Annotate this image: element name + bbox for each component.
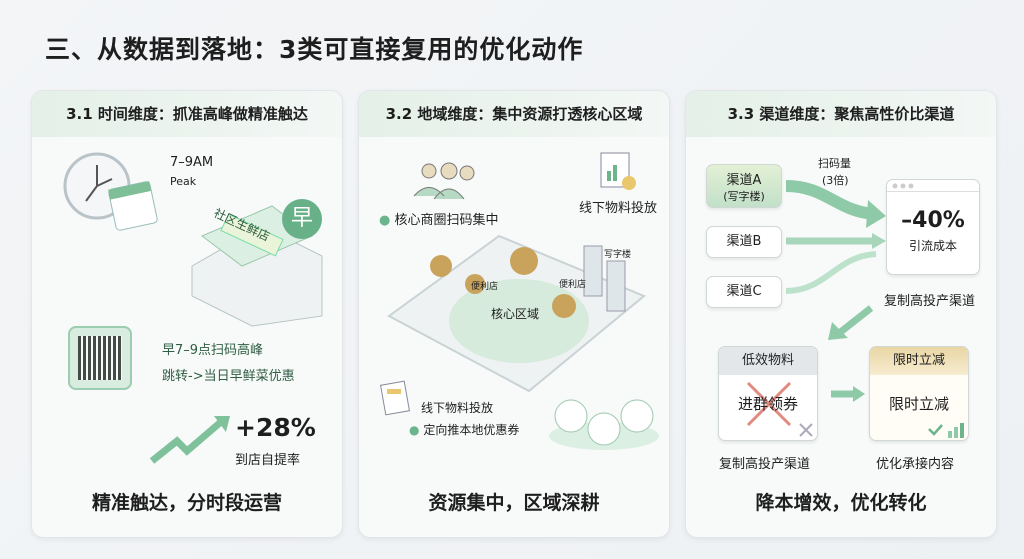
peak-time: 7–9AM xyxy=(170,155,214,170)
channel-sub: (写字楼) xyxy=(723,190,765,203)
scan-multiplier: (3倍) xyxy=(822,174,849,187)
office-label: 写字楼 xyxy=(604,250,632,260)
card-heading: 限时立减 xyxy=(870,347,968,375)
replicate-label: 复制高投产渠道 xyxy=(884,294,976,309)
metric-label: 引流成本 xyxy=(908,239,957,253)
card-caption: 优化承接内容 xyxy=(876,457,955,472)
peak-label: Peak xyxy=(170,175,197,188)
panel-footer: 降本增效，优化转化 xyxy=(755,492,927,514)
customers-icon xyxy=(549,399,659,450)
card-body: 进群领券 xyxy=(737,395,798,413)
right-arrow-icon xyxy=(831,386,865,402)
check-chart-icon xyxy=(928,423,964,438)
channel-b: 渠道B xyxy=(706,226,782,258)
material-label: 线下物料投放 xyxy=(421,401,494,415)
flow-arrows xyxy=(785,180,886,294)
panel-channel: 3.3 渠道维度：聚焦高性价比渠道 渠道A (写字楼) 渠道B 渠道C 扫码量 (… xyxy=(685,90,997,538)
panel-time: 3.1 时间维度：抓准高峰做精准触达 7–9AM Peak 社区生鲜店 早 早7… xyxy=(31,90,343,538)
bullet-text: 定向推本地优惠券 xyxy=(423,423,520,437)
channel-name: 渠道A xyxy=(726,173,762,188)
material-label: 线下物料投放 xyxy=(579,201,658,216)
card-body: 限时立减 xyxy=(888,395,949,413)
bullet: 早7–9点扫码高峰 xyxy=(162,343,264,358)
panel-heading: 3.2 地域维度：集中资源打透核心区域 xyxy=(359,91,669,137)
low-efficiency-card: 低效物料 进群领券 xyxy=(718,346,818,441)
store-label: 便利店 xyxy=(559,280,587,290)
metric-value: +28% xyxy=(235,413,316,442)
metric-value: –40% xyxy=(901,208,965,233)
core-area-label: 核心区域 xyxy=(491,307,540,321)
map-illustration xyxy=(387,234,646,393)
flyer-icon xyxy=(379,380,411,416)
card-caption: 复制高投产渠道 xyxy=(719,457,811,472)
calendar-icon xyxy=(108,181,158,231)
panel-footer: 资源集中，区域深耕 xyxy=(428,492,600,514)
panel-heading: 3.3 渠道维度：聚焦高性价比渠道 xyxy=(686,91,996,137)
bullet-coupon: ● 定向推本地优惠券 xyxy=(409,423,520,437)
store-badge: 早 xyxy=(282,199,322,239)
panel-region: 3.2 地域维度：集中资源打透核心区域 ● 核心商圈扫码集中 线下物料投放 写字… xyxy=(358,90,670,538)
scan-label: 扫码量 xyxy=(818,157,851,170)
card-heading: 低效物料 xyxy=(719,347,817,375)
panel-heading: 3.1 时间维度：抓准高峰做精准触达 xyxy=(32,91,342,137)
channel-c: 渠道C xyxy=(706,276,782,308)
bullet-core-area: ● 核心商圈扫码集中 xyxy=(379,213,499,228)
browser-window: –40% 引流成本 xyxy=(886,179,980,275)
window-dots-icon xyxy=(887,180,979,192)
report-icon xyxy=(600,152,636,190)
panel-footer: 精准触达，分时段运营 xyxy=(91,492,282,514)
optimized-card: 限时立减 限时立减 xyxy=(869,346,969,441)
bullet-text: 核心商圈扫码集中 xyxy=(394,213,499,228)
metric-label: 到店自提率 xyxy=(235,453,301,468)
people-group-icon xyxy=(413,162,475,200)
bullet: 跳转->当日早鲜菜优惠 xyxy=(162,369,295,384)
small-cross-icon xyxy=(799,423,813,437)
cross-icon xyxy=(746,381,792,427)
page-title: 三、从数据到落地：3类可直接复用的优化动作 xyxy=(45,35,584,64)
down-left-arrow-icon xyxy=(828,305,874,340)
growth-arrow-icon xyxy=(149,416,230,464)
store-label: 便利店 xyxy=(471,282,499,292)
channel-a: 渠道A (写字楼) xyxy=(706,164,782,208)
qr-code-icon xyxy=(68,326,132,390)
